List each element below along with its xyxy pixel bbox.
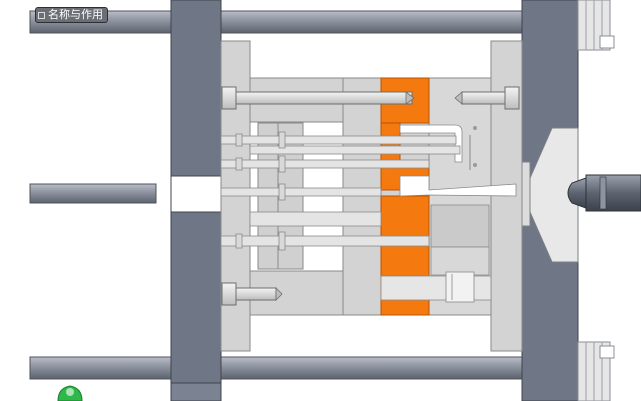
component-name-button[interactable]: 名称与作用: [35, 7, 108, 23]
menu-icon: [38, 11, 45, 19]
ejector-pins: [220, 135, 461, 247]
cap-screw-top-left: [221, 86, 415, 110]
ejector-pin-heads: [235, 131, 286, 251]
cap-screw-top-right: [454, 86, 520, 110]
support-plate: [342, 77, 382, 316]
molded-part-channel: [399, 124, 517, 197]
tie-bar-top: [29, 10, 551, 34]
dowel-holes: [473, 126, 477, 167]
status-indicator-icon: [57, 385, 83, 401]
tie-bar-nut-bottom: [577, 341, 615, 401]
return-pin: [380, 271, 492, 303]
ejector-rod: [29, 183, 157, 204]
injection-nozzle: [567, 174, 641, 212]
tie-bar-bottom: [29, 356, 551, 380]
moving-platen: [170, 0, 222, 401]
component-name-label: 名称与作用: [48, 8, 103, 21]
cap-screw-bottom-left: [221, 282, 283, 306]
tie-bar-nut-top: [577, 0, 615, 51]
